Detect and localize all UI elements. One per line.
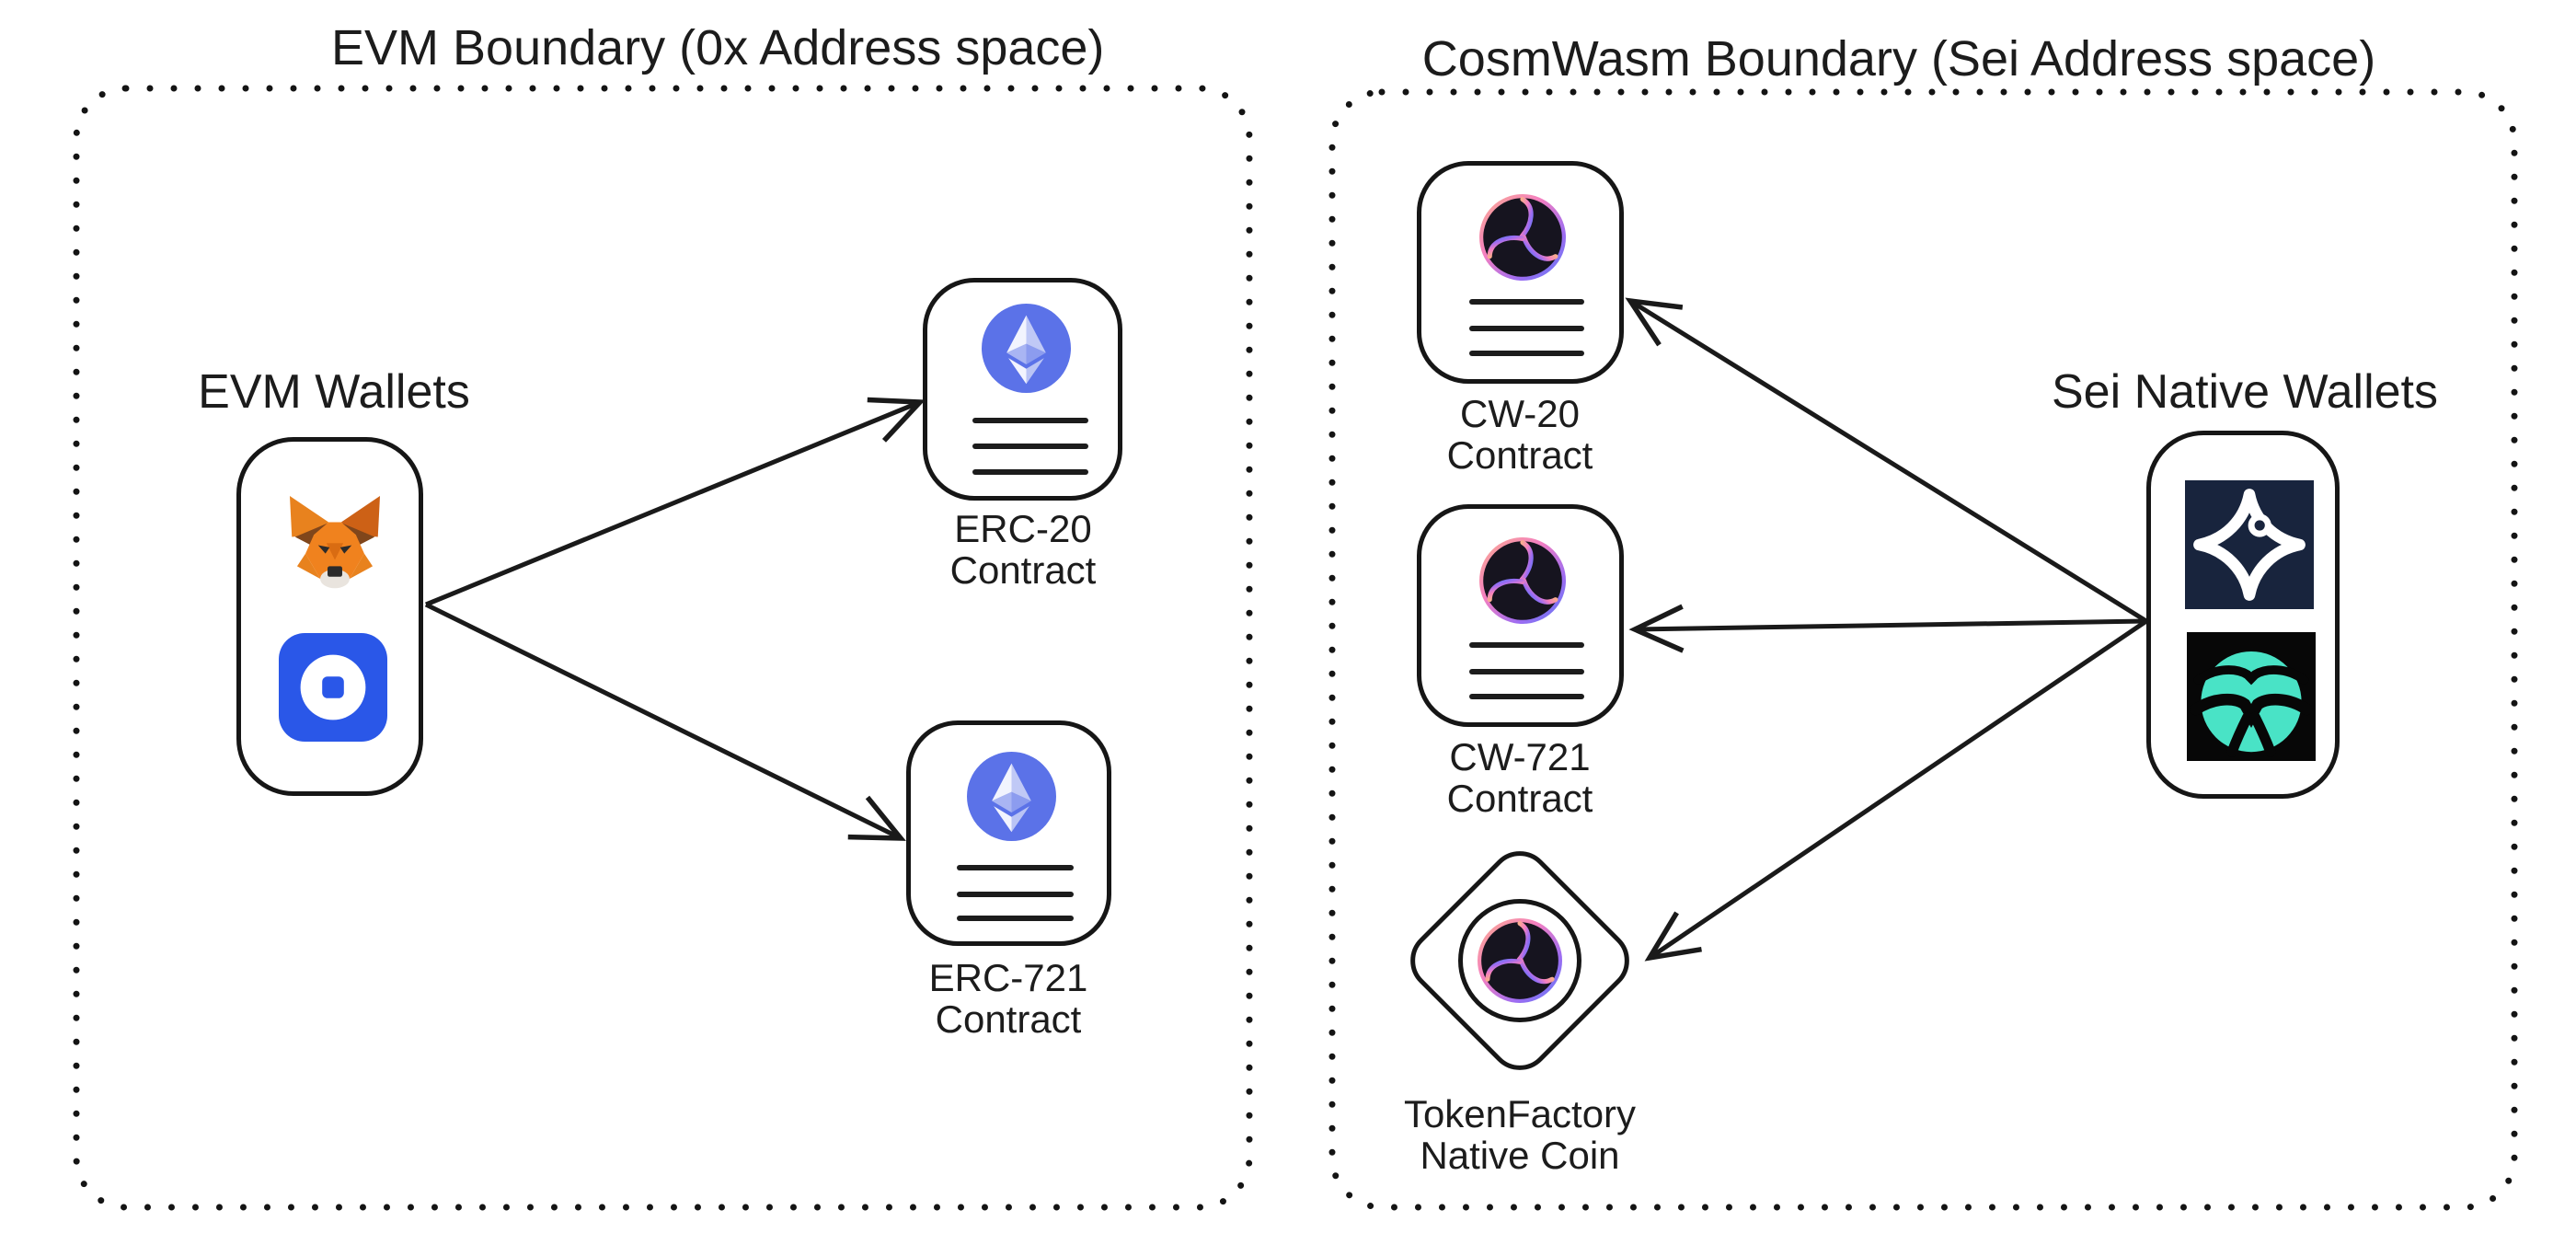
tokenfactory-label-line1: TokenFactory xyxy=(1403,1092,1637,1135)
erc721-contract-box xyxy=(906,720,1111,946)
cw20-contract-label: CW-20 Contract xyxy=(1382,393,1658,476)
arrow-evm-wallets-to-erc721 xyxy=(424,602,906,841)
cosmwasm-boundary-box xyxy=(1328,88,2518,1211)
contract-doc-line xyxy=(972,469,1088,475)
sei-wallets-box xyxy=(2146,431,2340,799)
erc721-label-line1: ERC-721 xyxy=(928,956,1088,999)
contract-doc-line xyxy=(1469,351,1584,356)
cosmwasm-icon xyxy=(1478,918,1562,1003)
evm-wallets-box xyxy=(236,437,423,796)
ethereum-icon xyxy=(982,304,1071,393)
metamask-icon xyxy=(289,495,381,589)
coinbase-wallet-icon xyxy=(279,633,387,742)
contract-doc-line xyxy=(1469,642,1584,648)
arrow-evm-wallets-to-erc20 xyxy=(425,397,926,607)
cosmwasm-icon xyxy=(1479,194,1566,281)
contract-doc-line xyxy=(957,892,1074,897)
erc20-label-line2: Contract xyxy=(949,548,1097,592)
cw20-contract-box xyxy=(1417,161,1624,384)
sei-wallets-label: Sei Native Wallets xyxy=(2052,365,2438,419)
contract-doc-line xyxy=(1469,669,1584,674)
contract-doc-line xyxy=(1469,326,1584,331)
contract-doc-line xyxy=(1469,299,1584,305)
contract-doc-line xyxy=(957,916,1074,921)
erc20-label-line1: ERC-20 xyxy=(954,507,1092,550)
evm-wallets-label: EVM Wallets xyxy=(198,365,470,419)
cw20-label-line2: Contract xyxy=(1446,433,1593,477)
contract-doc-line xyxy=(1469,694,1584,699)
tokenfactory-label: TokenFactory Native Coin xyxy=(1350,1093,1690,1176)
cw721-label-line2: Contract xyxy=(1446,777,1593,820)
contract-doc-line xyxy=(972,444,1088,449)
contract-doc-line xyxy=(972,418,1088,423)
fin-wallet-icon xyxy=(2187,632,2316,761)
compass-wallet-icon xyxy=(2185,480,2314,609)
contract-doc-line xyxy=(957,865,1074,870)
tokenfactory-label-line2: Native Coin xyxy=(1420,1134,1620,1177)
cw20-label-line1: CW-20 xyxy=(1460,392,1580,435)
erc721-contract-label: ERC-721 Contract xyxy=(870,957,1146,1040)
arrow-sei-wallets-to-cw20 xyxy=(1625,297,2148,624)
cosmwasm-icon xyxy=(1479,537,1566,624)
erc721-label-line2: Contract xyxy=(935,997,1082,1041)
cw721-contract-box xyxy=(1417,504,1624,727)
cw721-contract-label: CW-721 Contract xyxy=(1382,736,1658,819)
ethereum-icon xyxy=(967,752,1056,841)
erc20-contract-label: ERC-20 Contract xyxy=(885,508,1161,591)
evm-boundary-title: EVM Boundary (0x Address space) xyxy=(331,20,1105,75)
cosmwasm-boundary-title: CosmWasm Boundary (Sei Address space) xyxy=(1421,31,2376,86)
arrow-sei-wallets-to-tokenfactory xyxy=(1644,618,2148,962)
arrow-sei-wallets-to-cw721 xyxy=(1628,604,2147,653)
erc20-contract-box xyxy=(923,278,1122,501)
cw721-label-line1: CW-721 xyxy=(1449,735,1591,778)
